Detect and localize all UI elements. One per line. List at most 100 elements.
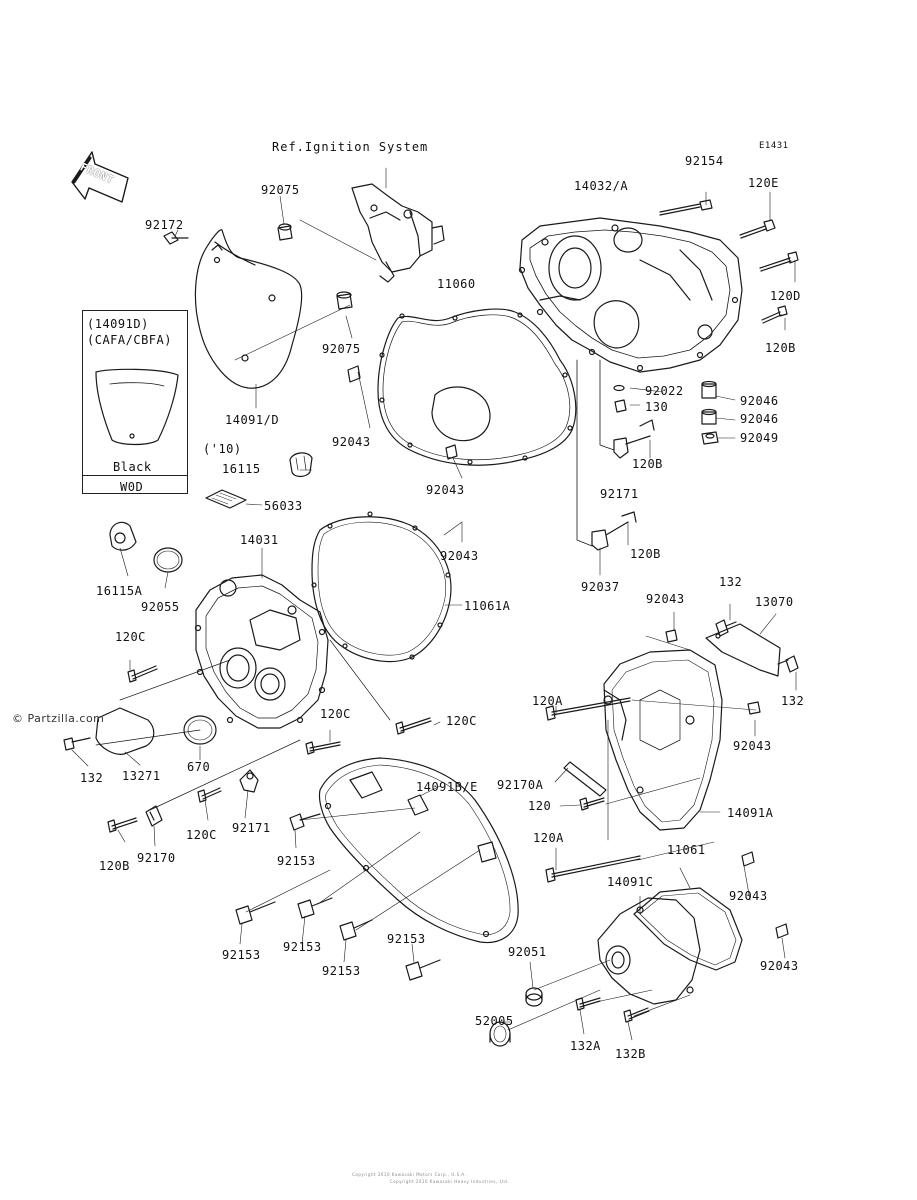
bolt-92153-e <box>405 959 441 981</box>
plug-130 <box>614 399 627 413</box>
clamp-92037 <box>591 511 637 551</box>
part-label-120A-a: 120A <box>532 694 563 708</box>
inset-model-line1: (14091D) <box>87 317 149 331</box>
part-label-92153-a: 92153 <box>277 854 316 868</box>
bushing-92075-upper <box>277 223 293 241</box>
inset-model-line2: (CAFA/CBFA) <box>87 333 172 347</box>
part-label-92153-b: 92153 <box>222 948 261 962</box>
part-label-92043-c: 92043 <box>440 549 479 563</box>
part-label-14032A: 14032/A <box>574 179 629 193</box>
gasket-11061A-part <box>311 511 452 663</box>
part-label-11061A: 11061A <box>464 599 511 613</box>
part-label-92046-b: 92046 <box>740 412 779 426</box>
part-label-132A: 132A <box>570 1039 601 1053</box>
part-label-11061: 11061 <box>667 843 706 857</box>
part-label-120B-d: 120B <box>99 859 130 873</box>
dowel-92043-c <box>741 851 755 867</box>
label-56033 <box>205 489 247 509</box>
part-label-92051: 92051 <box>508 945 547 959</box>
part-label-120C-d: 120C <box>186 828 217 842</box>
part-label-92154: 92154 <box>685 154 724 168</box>
windshield-14091D-part <box>95 368 179 446</box>
copyright-line-2: Copyright 2010 Kawasaki Heavy Industries… <box>390 1179 510 1184</box>
bolt-92153-b <box>235 901 276 925</box>
part-label-92043-b: 92043 <box>426 483 465 497</box>
diagram-code: E1431 <box>759 141 789 151</box>
cap-92046-b <box>701 408 717 425</box>
part-label-132-left: 132 <box>80 771 104 785</box>
cap-16115A <box>109 521 137 551</box>
outer-cover-14091BE-part <box>318 757 519 944</box>
part-label-92075-lower: 92075 <box>322 342 361 356</box>
part-label-92043-g: 92043 <box>760 959 799 973</box>
part-label-120C-c: 120C <box>446 714 477 728</box>
oring-92022 <box>613 384 625 392</box>
part-label-92170A: 92170A <box>497 778 544 792</box>
washer-92051 <box>525 987 543 1007</box>
part-label-13070: 13070 <box>755 595 794 609</box>
bolt-120A-lower <box>545 855 641 883</box>
bolt-132B <box>623 1007 650 1023</box>
part-label-92075-upper: 92075 <box>261 183 300 197</box>
dowel-92043-a <box>665 629 678 643</box>
bolt-92153-a <box>289 813 321 831</box>
part-label-92153-d: 92153 <box>322 964 361 978</box>
part-label-14091C: 14091C <box>607 875 654 889</box>
partzilla-watermark: © Partzilla.com <box>12 712 105 725</box>
gasket-11060-part <box>377 308 577 466</box>
part-label-120B-c: 120B <box>630 547 661 561</box>
oring-92055 <box>153 547 183 573</box>
pin-92170A <box>563 761 607 797</box>
dowel-92043-b <box>747 701 761 715</box>
bolt-92153-c <box>297 897 333 919</box>
part-label-92153-e: 92153 <box>387 932 426 946</box>
part-label-120B-b: 120B <box>632 457 663 471</box>
part-label-92171-a: 92171 <box>600 487 639 501</box>
part-label-92037: 92037 <box>581 580 620 594</box>
part-label-132-top: 132 <box>719 575 743 589</box>
part-label-92055: 92055 <box>141 600 180 614</box>
part-label-120C-b: 120C <box>320 707 351 721</box>
bolt-120C-mid <box>305 741 341 755</box>
bolt-120B-lower <box>107 817 138 833</box>
bolt-132-left <box>63 737 91 751</box>
inset-color-code: W0D <box>120 480 144 494</box>
part-label-56033: 56033 <box>264 499 303 513</box>
ignition-bracket-part <box>351 183 445 283</box>
cap-92046-a <box>701 380 717 399</box>
dowel-pin-upper <box>347 365 361 383</box>
part-label-14091BE: 14091B/E <box>416 780 478 794</box>
part-label-92049: 92049 <box>740 431 779 445</box>
bolt-120E <box>739 219 776 239</box>
part-label-120C-a: 120C <box>115 630 146 644</box>
cover-13070-part <box>705 623 781 677</box>
part-label-92172: 92172 <box>145 218 184 232</box>
bolt-120D <box>759 251 799 272</box>
cover-14091A-part <box>603 649 723 831</box>
part-label-52005: 52005 <box>475 1014 514 1028</box>
part-label-13271: 13271 <box>122 769 161 783</box>
part-label-92043-e: 92043 <box>733 739 772 753</box>
gasket-11061-part <box>633 887 743 971</box>
bolt-132-top <box>715 619 737 637</box>
front-arrow-icon <box>71 151 129 203</box>
part-label-11060: 11060 <box>437 277 476 291</box>
part-label-16115: 16115 <box>222 462 261 476</box>
copyright-line-1: Copyright 2010 Kawasaki Motors Corp., U.… <box>352 1172 467 1177</box>
clamp-92171-b <box>239 769 259 793</box>
washer-92049 <box>701 431 719 445</box>
inset-divider <box>83 475 187 476</box>
leader-lines <box>71 167 797 1041</box>
plate-13271 <box>95 707 155 755</box>
clamp-92171-a <box>613 419 655 459</box>
part-label-120E: 120E <box>748 176 779 190</box>
bolt-120 <box>579 797 605 811</box>
part-label-16115A: 16115A <box>96 584 143 598</box>
part-label-92171-b: 92171 <box>232 821 271 835</box>
cap-16115 <box>289 452 313 478</box>
bolt-92154 <box>659 199 713 216</box>
variant-inset-box <box>82 310 188 494</box>
part-label-670: 670 <box>187 760 211 774</box>
bolt-92172 <box>163 231 189 245</box>
